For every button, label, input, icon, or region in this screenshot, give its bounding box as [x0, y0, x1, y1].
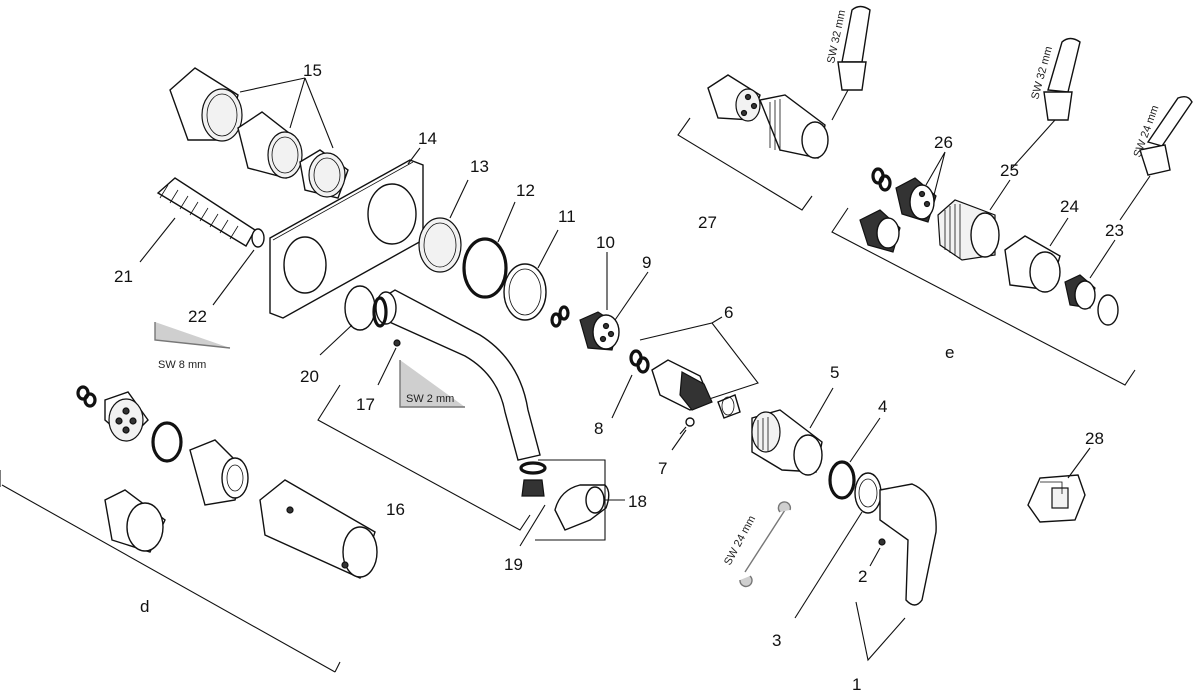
leader-13 — [449, 179, 469, 219]
leader-11 — [537, 229, 559, 269]
group-18-bracket — [535, 459, 625, 541]
socket-tool-sw32-a — [831, 5, 871, 121]
label-8: 8 — [594, 419, 603, 438]
group-d-bracket — [0, 470, 341, 673]
label-26: 26 — [934, 133, 953, 152]
label-13: 13 — [470, 157, 489, 176]
part-6-cartridge — [651, 359, 741, 419]
part-cartridge-disc-d — [104, 391, 149, 442]
part-12-o-ring — [462, 237, 508, 299]
label-5: 5 — [830, 363, 839, 382]
part-threaded-sleeve-d — [189, 439, 249, 506]
leader-17 — [377, 347, 397, 386]
part-11-o-ring — [503, 263, 547, 321]
label-21: 21 — [114, 267, 133, 286]
part-26-cartridge — [859, 167, 937, 253]
socket-tool-sw32-b — [1011, 37, 1081, 169]
part-25-threaded-nut — [937, 199, 1000, 261]
label-19: 19 — [504, 555, 523, 574]
label-2: 2 — [858, 567, 867, 586]
label-27: 27 — [698, 213, 717, 232]
label-11: 11 — [558, 207, 576, 226]
leader-26 — [925, 151, 946, 196]
label-12: 12 — [516, 181, 535, 200]
label-d: d — [140, 597, 149, 616]
leader-21 — [139, 217, 176, 263]
tool-sw8-label: SW 8 mm — [158, 359, 206, 371]
part-spout — [372, 289, 541, 461]
label-18: 18 — [628, 492, 647, 511]
part-2-grub-screw — [878, 538, 886, 546]
part-17-set-screw — [393, 339, 401, 347]
part-27-cartridge — [707, 74, 829, 159]
leader-7 — [671, 429, 687, 451]
leader-8 — [611, 374, 633, 419]
label-28: 28 — [1085, 429, 1104, 448]
label-e: e — [945, 343, 954, 362]
part-21-hose — [156, 177, 265, 248]
part-3-rosette — [854, 472, 882, 514]
part-1-lever — [879, 483, 937, 606]
allen-key-sw2 — [399, 360, 465, 408]
part-extension-tube-d — [259, 479, 378, 579]
label-10: 10 — [596, 233, 615, 252]
label-1: 1 — [852, 675, 861, 694]
part-28-body — [1027, 474, 1086, 523]
label-3: 3 — [772, 631, 781, 650]
leader-28 — [1067, 447, 1091, 479]
leader-12 — [497, 201, 516, 243]
label-9: 9 — [642, 253, 651, 272]
leader-14 — [407, 147, 421, 165]
tool-sw2-label: SW 2 mm — [406, 393, 454, 405]
part-23-nut — [1064, 274, 1119, 326]
label-7: 7 — [658, 459, 667, 478]
label-14: 14 — [418, 129, 437, 148]
part-8-o-rings — [629, 349, 650, 374]
leader-20 — [319, 324, 353, 356]
part-13-ring — [418, 217, 462, 273]
leader-5 — [809, 387, 834, 429]
group-e-bracket — [831, 207, 1136, 386]
group-27-bracket — [677, 117, 813, 211]
leader-23 — [1089, 239, 1116, 279]
part-o-rings-small-d — [76, 385, 97, 408]
label-17: 17 — [356, 395, 375, 414]
leader-22 — [212, 249, 255, 306]
leader-24 — [1049, 217, 1069, 247]
leader-19 — [519, 504, 546, 547]
wrench-sw24 — [739, 501, 792, 588]
part-4-o-ring — [828, 460, 856, 500]
leader-25 — [989, 179, 1011, 211]
part-24-sleeve — [1004, 235, 1061, 293]
part-5-threaded-sleeve — [751, 409, 823, 476]
leader-1 — [855, 601, 906, 662]
part-o-ring-large-d — [151, 421, 183, 463]
leader-4 — [849, 417, 881, 463]
label-16: 16 — [386, 500, 405, 519]
group-16-bracket — [317, 384, 531, 531]
label-20: 20 — [300, 367, 319, 386]
part-20-o-ring — [344, 285, 376, 331]
part-9-cartridge — [579, 311, 620, 351]
part-cap-d — [104, 489, 166, 553]
leader-15 — [239, 77, 334, 149]
leader-3 — [794, 511, 863, 619]
label-15: 15 — [303, 61, 322, 80]
part-7-screw — [679, 417, 695, 435]
label-24: 24 — [1060, 197, 1079, 216]
label-22: 22 — [188, 307, 207, 326]
group-6-bracket — [639, 316, 759, 403]
part-10-small-rings — [550, 305, 570, 328]
label-23: 23 — [1105, 221, 1124, 240]
allen-key-sw8 — [154, 322, 231, 349]
label-6: 6 — [724, 303, 733, 322]
part-18-aerator — [519, 461, 610, 531]
leader-2 — [869, 547, 881, 567]
socket-tool-sw24 — [1119, 95, 1193, 221]
leader-9 — [614, 271, 649, 321]
label-4: 4 — [878, 397, 887, 416]
part-15-sleeves — [169, 67, 349, 199]
